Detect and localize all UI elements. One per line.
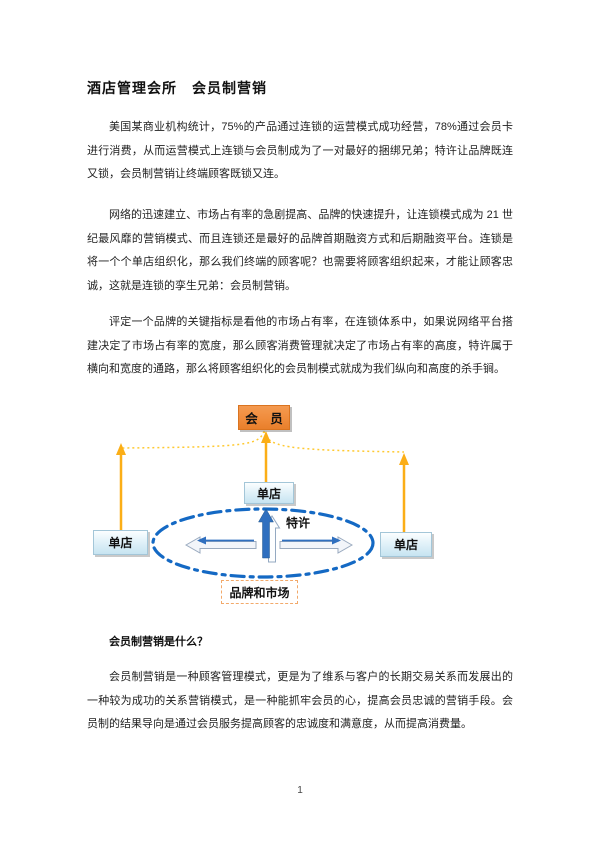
- yellow-arrow-right-head: [399, 453, 409, 465]
- yellow-arrow-center-head: [261, 431, 271, 443]
- store-node-right: 单店: [380, 532, 432, 557]
- paragraph-2: 网络的迅速建立、市场占有率的急剧提高、品牌的快速提升，让连锁模式成为 21 世纪…: [87, 209, 513, 292]
- diagram-canvas: [116, 430, 409, 579]
- dotted-connector-left: [120, 430, 265, 449]
- brand-market-node: 品牌和市场: [221, 580, 298, 604]
- page-number: 1: [297, 785, 303, 796]
- block-arrow-right: [279, 536, 354, 554]
- franchise-label: 特许: [286, 516, 311, 530]
- blue-arrow-left-head: [197, 536, 206, 545]
- blue-arrow-right-head: [332, 536, 341, 545]
- paragraph-1: 美国某商业机构统计，75%的产品通过连锁的运营模式成功经营，78%通过会员卡进行…: [87, 121, 513, 180]
- document-title: 酒店管理会所 会员制营销: [87, 80, 267, 96]
- block-arrow-left: [184, 536, 257, 554]
- brand-market-ellipse: [151, 507, 375, 579]
- dotted-connector-right: [263, 430, 405, 453]
- paragraph-3: 评定一个品牌的关键指标是看他的市场占有率，在连锁体系中，如果说网络平台搭建决定了…: [87, 316, 513, 375]
- yellow-arrow-left-head: [116, 443, 126, 455]
- paragraph-4: 会员制营销是一种顾客管理模式，更是为了维系与客户的长期交易关系而发展出的一种较为…: [87, 671, 513, 730]
- franchise-arrow: [258, 508, 274, 559]
- membership-diagram: 会 员 单店 单店 单店 特许 品牌和市场: [0, 398, 600, 633]
- member-node: 会 员: [238, 405, 290, 430]
- store-node-top: 单店: [244, 482, 294, 504]
- store-node-left: 单店: [93, 530, 148, 555]
- section-heading: 会员制营销是什么？: [109, 636, 208, 648]
